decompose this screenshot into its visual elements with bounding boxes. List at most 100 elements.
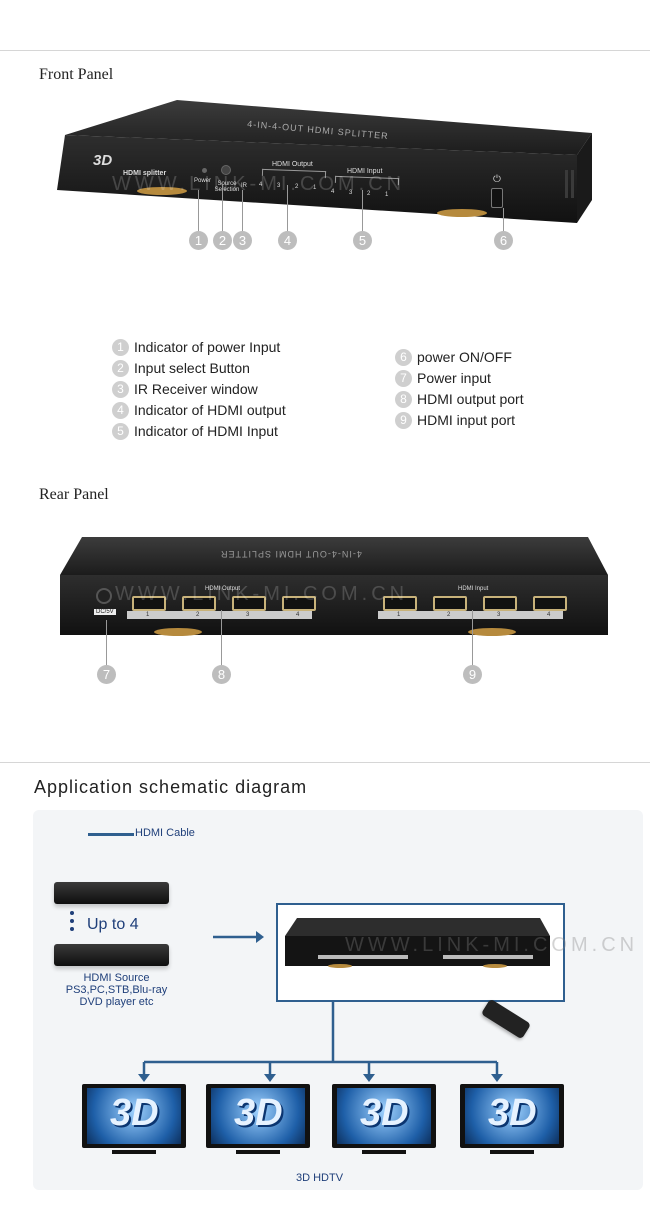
hdmi-output-port-1[interactable]	[132, 596, 166, 611]
legend-text: IR Receiver window	[134, 381, 258, 397]
legend-item: 7 Power input	[395, 368, 524, 389]
dc-label: DC/5V	[94, 609, 116, 615]
tv-badge: 3D	[360, 1092, 409, 1134]
source-device-top	[54, 882, 169, 904]
input-led-label: 1	[385, 192, 389, 198]
input-led-label: 2	[367, 191, 371, 197]
output-port-strip	[127, 611, 312, 619]
input-leds: 4 3 2 1	[329, 187, 399, 199]
tv-4: 3D	[460, 1084, 564, 1164]
source-line: PS3,PC,STB,Blu-ray	[65, 984, 168, 996]
hdmi-output-port-2[interactable]	[182, 596, 216, 611]
legend-num: 5	[112, 422, 129, 440]
legend-text: power ON/OFF	[417, 349, 512, 365]
dc-jack[interactable]	[96, 588, 112, 604]
callout-4: 4	[278, 231, 297, 250]
legend-item: 4 Indicator of HDMI output	[112, 400, 286, 421]
output-led-label: 2	[295, 184, 299, 190]
input-port-label: 3	[497, 612, 501, 618]
callout-3: 3	[233, 231, 252, 250]
tv-badge: 3D	[488, 1092, 537, 1134]
source-line: DVD player etc	[79, 996, 154, 1008]
legend-text: HDMI output port	[417, 391, 524, 407]
legend-text: Power input	[417, 370, 491, 386]
output-led-label: 1	[313, 185, 317, 191]
rear-top-text: 4-IN-4-OUT HDMI SPLITTER	[220, 549, 362, 559]
legend-num: 7	[395, 369, 412, 387]
legend-num: 4	[112, 401, 129, 419]
input-port-strip	[378, 611, 563, 619]
legend-right: 6 power ON/OFF 7 Power input 8 HDMI output …	[395, 347, 524, 431]
splitter-device	[285, 918, 550, 968]
legend-item: 6 power ON/OFF	[395, 347, 524, 368]
tv-1: 3D	[82, 1084, 186, 1164]
hdmi-output-port-3[interactable]	[232, 596, 266, 611]
legend-num: 6	[395, 348, 412, 366]
front-label-power: Power	[194, 178, 212, 184]
front-label-source-selection: Source Selection	[214, 181, 240, 193]
front-label-hdmi-input: HDMI Input	[347, 168, 383, 175]
front-label-hdmi-output: HDMI Output	[272, 161, 313, 168]
callout-line-5	[362, 190, 363, 232]
input-port-label: 4	[547, 612, 551, 618]
schematic-divider	[0, 762, 650, 763]
input-port-label: 1	[397, 612, 401, 618]
legend-num: 8	[395, 390, 412, 408]
ellipsis-dots	[70, 911, 75, 939]
front-label-ir: IR	[241, 183, 247, 189]
legend-item: 3 IR Receiver window	[112, 379, 286, 400]
output-port-label: 1	[146, 612, 150, 618]
output-port-label: 3	[246, 612, 250, 618]
tv-badge: 3D	[234, 1092, 283, 1134]
schematic-watermark: WWW.LINK-MI.COM.CN	[345, 934, 639, 956]
rear-panel-device: 4-IN-4-OUT HDMI SPLITTER DC/5V HDMI Outp…	[60, 535, 608, 645]
output-leds: 4 3 2 1	[257, 180, 327, 192]
legend-item: 8 HDMI output port	[395, 389, 524, 410]
legend-text: Indicator of HDMI output	[134, 402, 286, 418]
legend-text: Indicator of power Input	[134, 339, 281, 355]
front-device-name: HDMI splitter	[123, 170, 167, 177]
source-device-bottom	[54, 944, 169, 966]
source-select-button[interactable]	[221, 165, 231, 175]
front-device-body	[57, 100, 592, 223]
power-symbol-icon: ⏻	[493, 174, 501, 185]
badge-3d: 3D	[93, 152, 113, 169]
input-port-label: 2	[447, 612, 451, 618]
hdmi-input-port-4[interactable]	[533, 596, 567, 611]
output-led-label: 4	[259, 182, 263, 188]
power-led	[202, 168, 207, 173]
legend-item: 5 Indicator of HDMI Input	[112, 421, 286, 442]
tv-3: 3D	[332, 1084, 436, 1164]
legend-text: HDMI input port	[417, 412, 516, 428]
hdmi-input-port-3[interactable]	[483, 596, 517, 611]
front-panel-title: Front Panel	[39, 66, 114, 83]
callout-line-8	[221, 610, 222, 666]
source-line: HDMI Source	[83, 972, 150, 984]
output-port-label: 4	[296, 612, 300, 618]
cable-legend-label: HDMI Cable	[135, 827, 195, 839]
input-led-label: 4	[331, 189, 335, 195]
splitter-device-body	[285, 918, 550, 968]
callout-line-9	[472, 610, 473, 666]
up-to-label: Up to 4	[87, 916, 139, 933]
tv-caption: 3D HDTV	[296, 1172, 344, 1184]
legend-num: 3	[112, 380, 129, 398]
callout-6: 6	[494, 231, 513, 250]
power-switch[interactable]	[491, 188, 503, 208]
hdmi-output-port-4[interactable]	[282, 596, 316, 611]
legend-text: Input select Button	[134, 360, 250, 376]
callout-8: 8	[212, 665, 231, 684]
hdmi-input-port-1[interactable]	[383, 596, 417, 611]
top-divider	[0, 50, 650, 51]
legend-text: Indicator of HDMI Input	[134, 423, 278, 439]
front-panel-device: 4-IN-4-OUT HDMI SPLITTER 3D HDMI splitte…	[57, 95, 592, 235]
callout-5: 5	[353, 231, 372, 250]
legend-num: 2	[112, 359, 129, 377]
callout-line-2	[222, 185, 223, 232]
callout-line-4	[287, 185, 288, 232]
callout-line-3	[242, 190, 243, 232]
output-led-label: 3	[277, 183, 281, 189]
hdmi-input-port-2[interactable]	[433, 596, 467, 611]
legend-item: 2 Input select Button	[112, 358, 286, 379]
